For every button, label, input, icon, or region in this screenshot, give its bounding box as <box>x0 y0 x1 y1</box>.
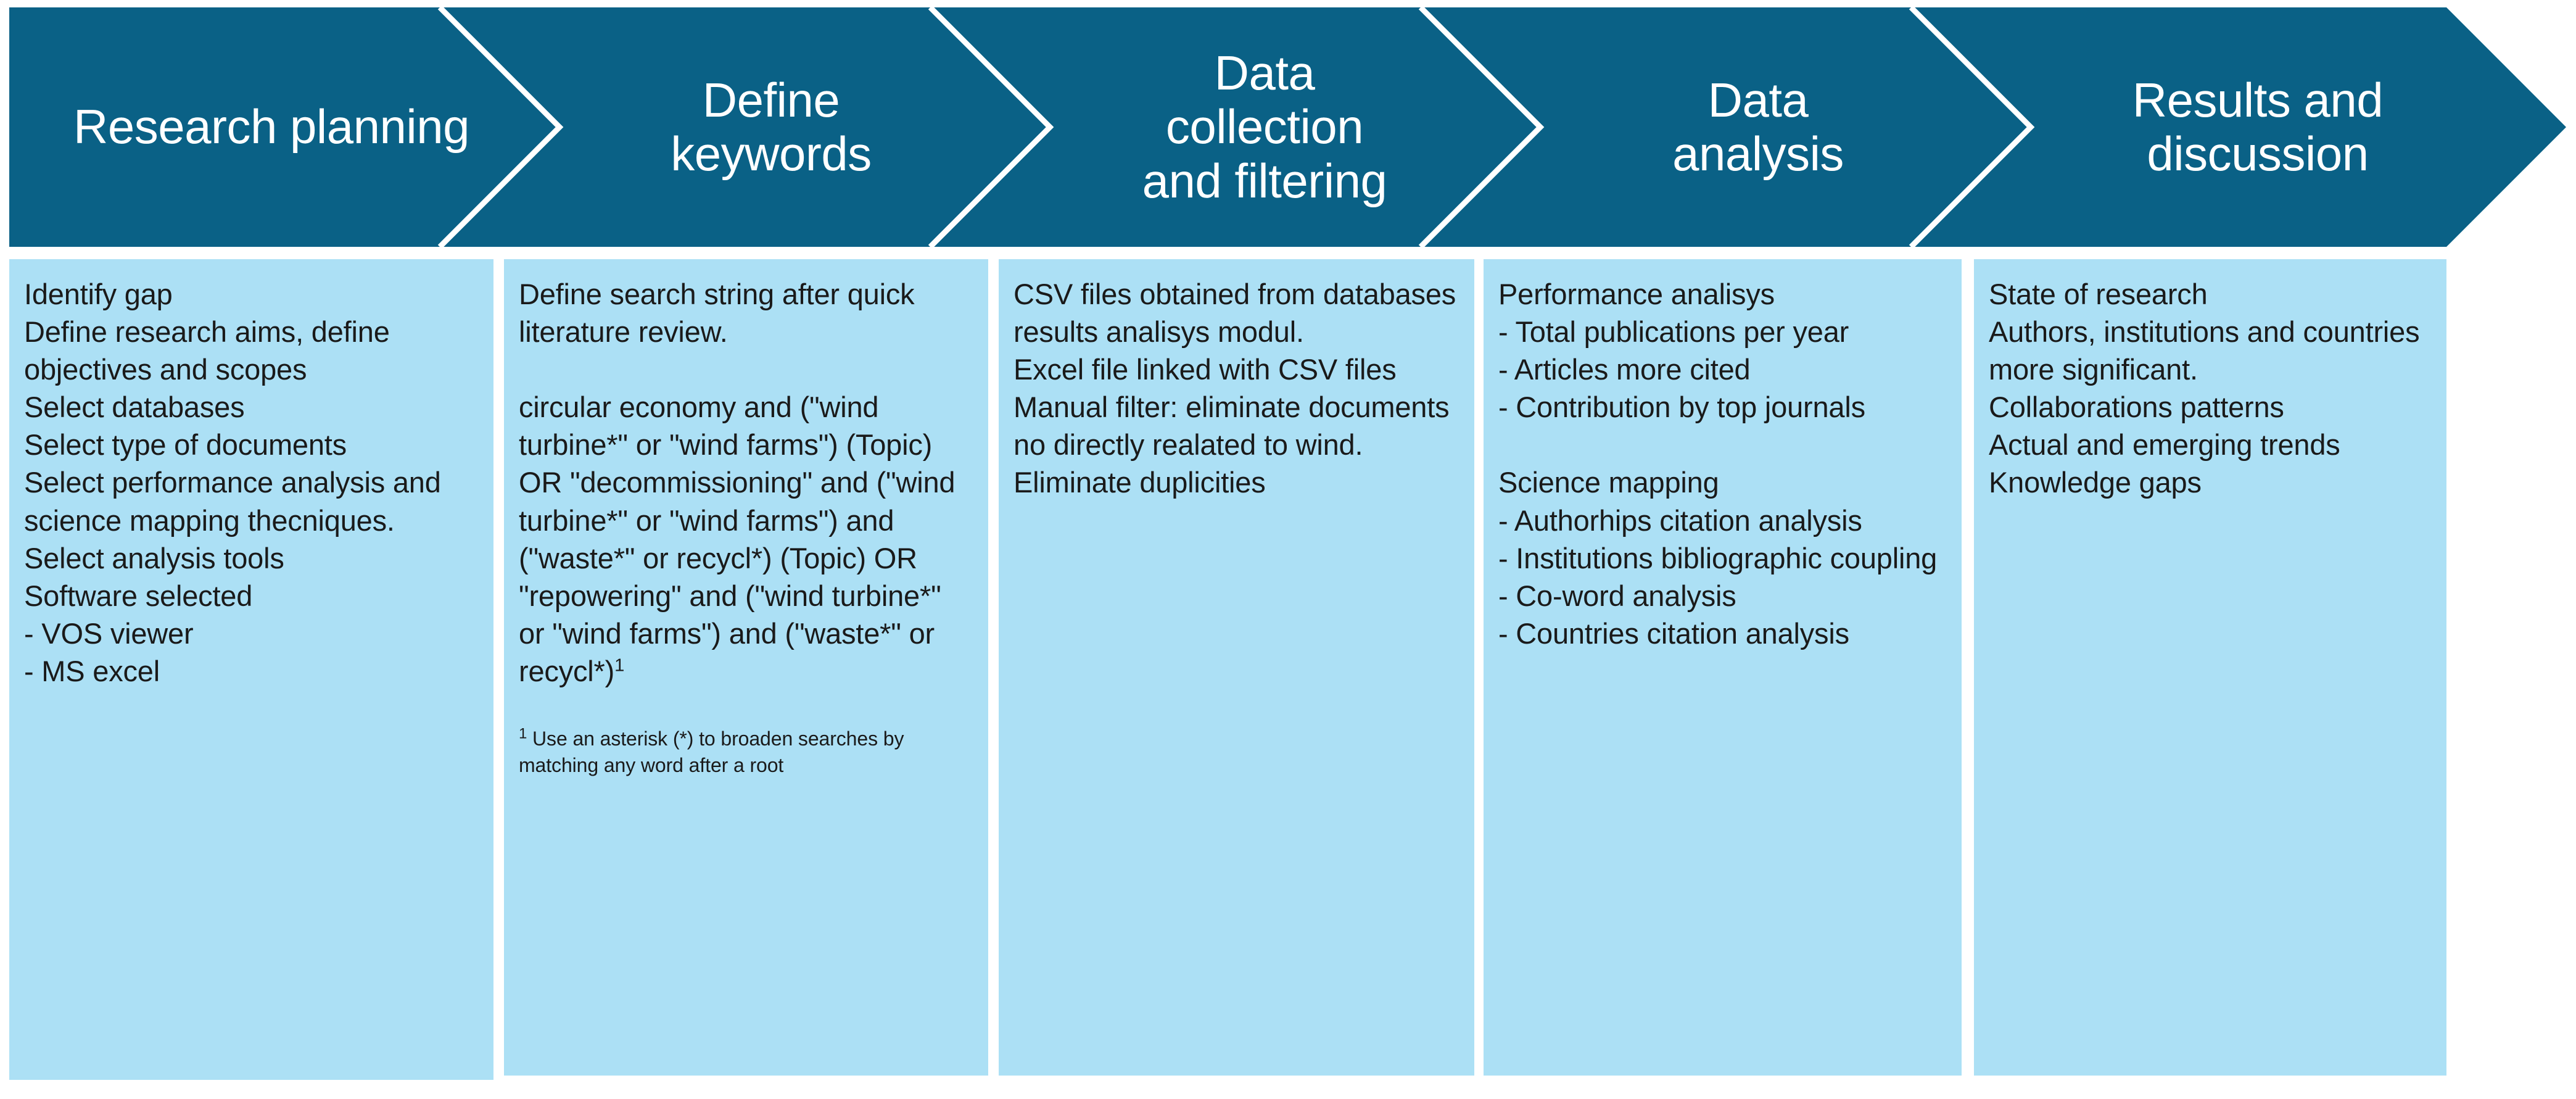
stage-body-data-collection-and-filtering[interactable]: CSV files obtained from databases result… <box>999 259 1474 1076</box>
footnote-marker: 1 <box>519 725 527 742</box>
chevron-divider-2 <box>928 5 1054 249</box>
footnote-block: 1 Use an asterisk (*) to broaden searche… <box>519 726 973 779</box>
stage-body-text: State of research Authors, institutions … <box>1989 278 2420 499</box>
stage-body-results-and-discussion[interactable]: State of research Authors, institutions … <box>1974 259 2446 1076</box>
stage-body-text: CSV files obtained from databases result… <box>1013 278 1456 499</box>
chevron-band-svg <box>9 5 2566 249</box>
chevron-dividers <box>437 5 2035 249</box>
footnote-reference-marker: 1 <box>614 655 625 676</box>
stage-body-research-planning[interactable]: Identify gap Define research aims, defin… <box>9 259 493 1080</box>
stage-body-text: Performance analisys - Total publication… <box>1498 278 1938 650</box>
stage-body-define-keywords[interactable]: Define search string after quick literat… <box>504 259 988 1076</box>
footnote-text: 1 Use an asterisk (*) to broaden searche… <box>519 726 973 779</box>
stage-body-text-main: Define search string after quick literat… <box>519 278 956 687</box>
footnote-body: Use an asterisk (*) to broaden searches … <box>519 728 904 776</box>
stage-body-data-analysis[interactable]: Performance analisys - Total publication… <box>1484 259 1962 1076</box>
stage-body-text: Define search string after quick literat… <box>519 275 973 690</box>
chevron-banner-shape <box>9 7 2566 247</box>
chevron-divider-1 <box>437 5 564 249</box>
chevron-divider-4 <box>1909 5 2035 249</box>
stage-body-text: Identify gap Define research aims, defin… <box>24 278 441 687</box>
chevron-divider-3 <box>1418 5 1545 249</box>
